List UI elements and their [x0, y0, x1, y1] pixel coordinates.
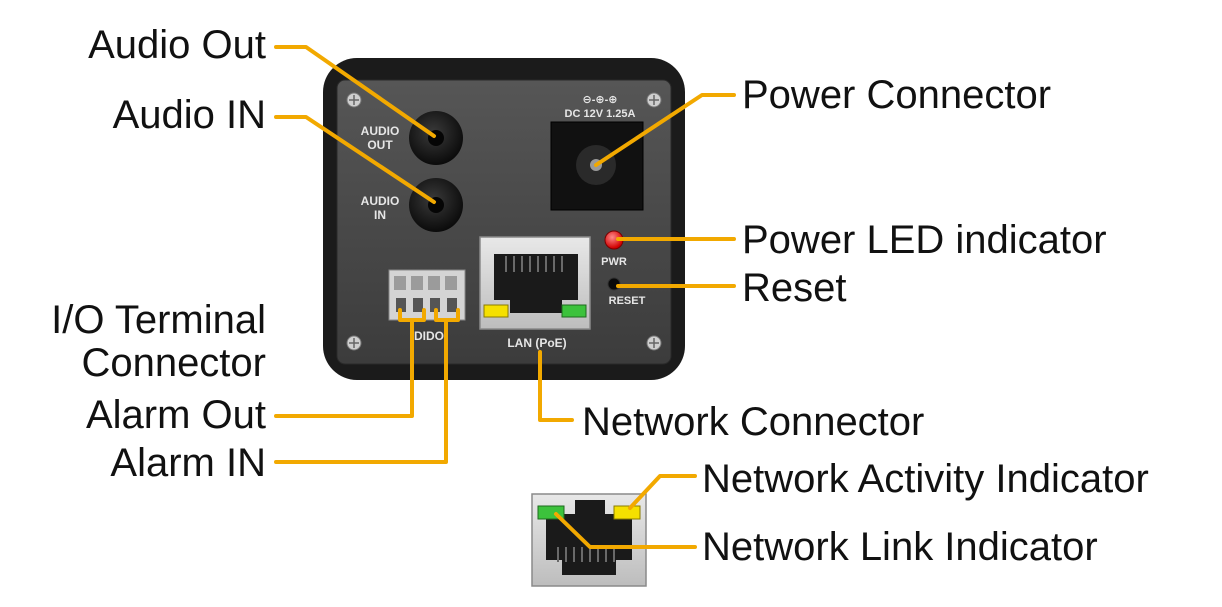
audio-in-jack: [409, 178, 463, 232]
callout-power-connector: Power Connector: [742, 73, 1051, 117]
screw-icon: [646, 92, 662, 108]
leader-network-connector: [538, 350, 574, 422]
leader-network-link: [554, 512, 697, 549]
callout-reset: Reset: [742, 266, 847, 310]
callout-power-led: Power LED indicator: [742, 218, 1107, 262]
leader-audio-in: [274, 115, 436, 204]
callout-network-link: Network Link Indicator: [702, 525, 1098, 569]
callout-audio-out: Audio Out: [88, 23, 266, 67]
audio-out-panel-label: AUDIO: [361, 124, 400, 138]
callout-network-connector: Network Connector: [582, 400, 924, 444]
leader-alarm-in: [274, 308, 460, 464]
camera-panel: AUDIO OUT AUDIO IN ⊖-⊕-⊕ DC 12V 1.25A PW…: [323, 58, 685, 380]
callout-network-activity: Network Activity Indicator: [702, 457, 1149, 501]
leader-alarm-out: [274, 308, 426, 418]
audio-out-jack: [409, 111, 463, 165]
leader-power-connector: [594, 93, 736, 167]
pwr-panel-label: PWR: [601, 256, 627, 268]
lan-port: [479, 236, 591, 330]
screw-icon: [346, 335, 362, 351]
callout-alarm-out: Alarm Out: [86, 393, 266, 437]
leader-lines: [274, 45, 736, 549]
leader-network-activity: [628, 474, 697, 510]
screw-icon: [646, 335, 662, 351]
lan-activity-led-icon: [483, 304, 509, 318]
leader-audio-out: [274, 45, 436, 138]
audio-in-panel-label: AUDIO: [361, 194, 400, 208]
callout-audio-in: Audio IN: [113, 93, 266, 137]
dc-rating-label: DC 12V 1.25A: [565, 108, 636, 120]
detail-activity-led-icon: [613, 505, 641, 520]
dido-panel-label: DIDO: [414, 329, 444, 343]
audio-in-panel-label: IN: [374, 208, 386, 222]
audio-out-panel-label: OUT: [367, 138, 393, 152]
callout-alarm-in: Alarm IN: [110, 441, 266, 485]
callout-io-terminal: Connector: [81, 341, 266, 385]
lan-panel-label: LAN (PoE): [507, 336, 566, 350]
screw-icon: [346, 92, 362, 108]
reset-panel-label: RESET: [609, 295, 646, 307]
lan-link-led-icon: [561, 304, 587, 318]
polarity-symbol: ⊖-⊕-⊕: [583, 94, 618, 106]
callout-io-terminal: I/O Terminal: [51, 298, 266, 342]
